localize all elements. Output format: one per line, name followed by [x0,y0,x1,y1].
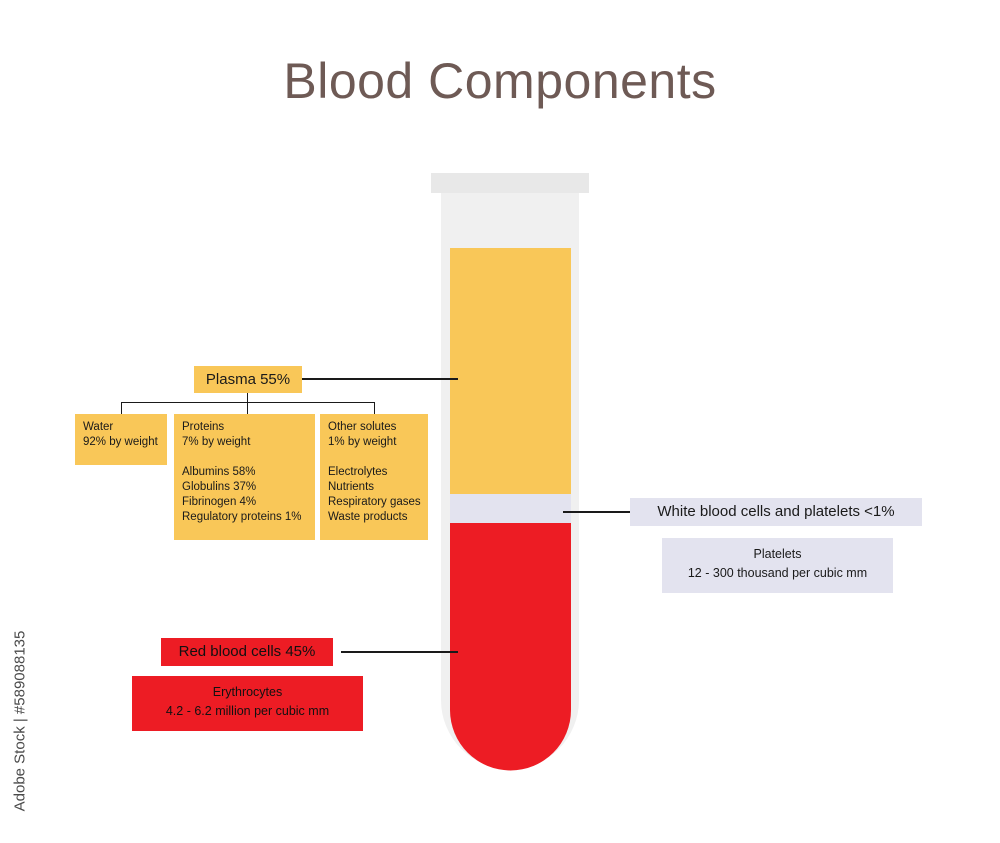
protein-item: Fibrinogen 4% [182,496,257,508]
proteins-box: Proteins 7% by weight Albumins 58% Globu… [174,414,315,540]
water-percent: 92% by weight [83,436,158,448]
erythrocytes-detail-box: Erythrocytes 4.2 - 6.2 million per cubic… [132,676,363,731]
plasma-tree-branch-water [121,402,122,414]
water-title: Water [83,421,114,433]
solutes-title: Other solutes [328,421,397,433]
red-blood-cells-label: Red blood cells 45% [161,638,333,666]
erythrocytes-title: Erythrocytes [212,685,283,699]
stock-credit: Adobe Stock | #589088135 [10,610,30,832]
protein-item: Globulins 37% [182,481,257,493]
platelets-detail-box: Platelets 12 - 300 thousand per cubic mm [662,538,893,593]
platelets-title: Platelets [753,547,802,561]
plasma-tree-branch-proteins [247,402,248,414]
plasma-leader-line [302,378,458,380]
wbc-platelets-label: White blood cells and platelets <1% [630,498,922,526]
platelets-count: 12 - 300 thousand per cubic mm [687,566,868,580]
plasma-tree-branch-solutes [374,402,375,414]
other-solutes-box: Other solutes 1% by weight Electrolytes … [320,414,428,540]
proteins-title: Proteins [182,421,225,433]
plasma-tree-stem [247,393,248,402]
solutes-percent: 1% by weight [328,436,397,448]
buffy-coat-layer [450,494,571,523]
solute-item: Electrolytes [328,466,388,478]
protein-item: Regulatory proteins 1% [182,511,302,523]
water-box: Water 92% by weight [75,414,167,465]
plasma-label: Plasma 55% [194,366,302,393]
red-cell-layer [450,523,571,771]
plasma-layer [450,248,571,494]
wbc-leader-line [563,511,630,513]
solute-item: Nutrients [328,481,375,493]
stock-credit-text: Adobe Stock | #589088135 [11,630,29,812]
solute-item: Waste products [328,511,408,523]
erythrocytes-count: 4.2 - 6.2 million per cubic mm [165,704,330,718]
diagram-title: Blood Components [283,53,717,109]
solute-item: Respiratory gases [328,496,421,508]
tube-rim [431,173,589,193]
rbc-leader-line [341,651,458,653]
protein-item: Albumins 58% [182,466,256,478]
proteins-percent: 7% by weight [182,436,251,448]
